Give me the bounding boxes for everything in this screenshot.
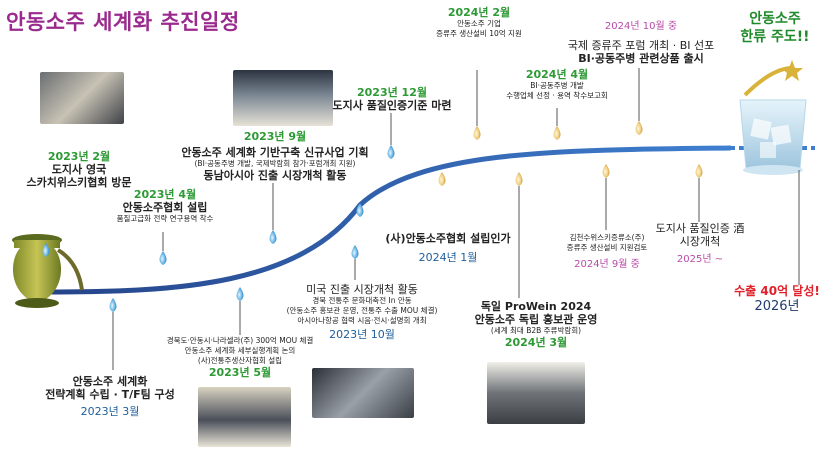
event-line: (사)전통주생산자협회 설립 <box>197 356 283 365</box>
event-line: 안동소주 세계화 <box>72 375 148 388</box>
event-line: 국제 증류주 포럼 개최 · BI 선포 <box>567 39 715 52</box>
event-line: BI·공동주병 관련상품 출시 <box>578 52 704 65</box>
drop-blue-icon <box>269 230 277 244</box>
event-2023-10: 미국 진출 시장개척 활동 경북 전통주 문화대축전 In 안동 (안동소주 홍… <box>287 283 438 341</box>
drop-blue-icon <box>42 243 50 257</box>
event-line: 경북 전통주 문화대축전 In 안동 <box>312 296 412 305</box>
event-date: 2023년 2월 <box>47 150 111 163</box>
event-date: 2024년 9월 중 <box>574 259 640 270</box>
goal-line1: 안동소주 <box>749 11 801 27</box>
drop-gold-icon <box>473 126 481 140</box>
event-line: 김천수위스키증류소(주) <box>569 233 645 242</box>
event-line: 안동소주협회 설립 <box>122 201 208 214</box>
drop-gold-icon <box>635 121 643 135</box>
event-date: 2024년 10월 중 <box>604 21 678 32</box>
event-date: 2024년 4월 <box>525 68 589 81</box>
event-2024-01: (사)안동소주협회 설립인가 2024년 1월 <box>385 232 510 264</box>
event-line: 도지사 영국 <box>51 163 107 176</box>
event-date: 2024년 2월 <box>447 6 511 19</box>
event-line: 도지사 품질인증기준 마련 <box>332 99 452 112</box>
event-line: (안동소주 홍보관 운영, 전통주 수출 MOU 체결) <box>286 306 438 315</box>
photo-festival <box>312 368 414 418</box>
glass-icon <box>739 99 807 175</box>
drop-blue-icon <box>351 245 359 259</box>
event-line: 도지사 품질인증 酒 <box>655 222 745 235</box>
event-date: 2023년 5월 <box>208 366 272 379</box>
event-line: 증류주 생산설비 지원검토 <box>566 243 648 252</box>
event-date: 2026년 <box>754 299 800 314</box>
drop-blue-icon <box>159 251 167 265</box>
drop-gold-icon <box>602 164 610 178</box>
drop-gold-icon <box>695 164 703 178</box>
event-line: BI·공동주병 개발 <box>530 81 584 90</box>
drop-blue-icon <box>387 145 395 159</box>
event-line: 안동소주 독립 홍보관 운영 <box>474 313 598 326</box>
drop-gold-icon <box>438 172 446 186</box>
drop-blue-icon <box>356 203 364 217</box>
event-line: 독일 ProWein 2024 <box>480 300 592 313</box>
event-2023-05: 경북도·안동시·나라셀라(주) 300억 MOU 체결 안동소주 세계화 세부실… <box>167 336 314 379</box>
event-2025: 도지사 품질인증 酒 시장개척 2025년 ~ <box>656 222 745 266</box>
still-pot-icon <box>12 234 84 308</box>
event-line: 안동소주 세계화 세부실행계획 논의 <box>184 346 296 355</box>
event-2024-04: 2024년 4월 BI·공동주병 개발 수행업체 선정 · 용역 착수보고회 <box>506 68 608 101</box>
drop-gold-icon <box>553 126 561 140</box>
event-line: (사)안동소주협회 설립인가 <box>385 232 511 245</box>
event-date: 2025년 ~ <box>676 254 724 265</box>
photo-mou-ceremony <box>198 387 291 447</box>
event-line: 수행업체 선정 · 용역 착수보고회 <box>506 91 608 100</box>
event-date: 2023년 4월 <box>133 188 197 201</box>
photo-mou-signing <box>233 70 333 126</box>
event-line: 전략계획 수립 · T/F팀 구성 <box>45 388 175 401</box>
event-2023-04: 2023년 4월 안동소주협회 설립 품질고급화 전략 연구용역 착수 <box>117 188 214 224</box>
event-line: (세계 최대 B2B 주류박람회) <box>490 326 582 335</box>
event-date: 2023년 9월 <box>243 130 307 143</box>
event-date: 2024년 1월 <box>418 251 478 264</box>
event-date: 2023년 12월 <box>356 86 427 99</box>
event-line: (BI·공동주병 개발, 국제박람회 참가·포럼개최 지원) <box>194 159 356 168</box>
drop-gold-icon <box>515 172 523 186</box>
event-2023-12: 2023년 12월 도지사 품질인증기준 마련 <box>333 86 452 112</box>
event-2023-02: 2023년 2월 도지사 영국 스카치위스키협회 방문 <box>26 150 131 189</box>
event-2023-09: 2023년 9월 안동소주 세계화 기반구축 신규사업 기획 (BI·공동주병 … <box>181 130 368 182</box>
event-2026: 수출 40억 달성! 2026년 <box>734 284 820 314</box>
event-2024-02: 2024년 2월 안동소주 기업 증류주 생산설비 10억 지원 <box>436 6 522 39</box>
photo-prowein <box>487 362 585 424</box>
event-line: 스카치위스키협회 방문 <box>26 176 132 189</box>
event-line: 증류주 생산설비 10억 지원 <box>436 29 522 38</box>
event-2023-03: 안동소주 세계화 전략계획 수립 · T/F팀 구성 2023년 3월 <box>45 375 175 418</box>
event-line: 수출 40억 달성! <box>734 284 820 298</box>
event-line: 품질고급화 전략 연구용역 착수 <box>116 214 214 223</box>
photo-scotch-visit <box>40 72 124 124</box>
page-title: 안동소주 세계화 추진일정 <box>6 10 240 34</box>
event-line: 안동소주 기업 <box>457 19 501 28</box>
event-date: 2023년 3월 <box>80 405 140 418</box>
event-date: 2024년 3월 <box>504 336 568 349</box>
event-line: 경북도·안동시·나라셀라(주) 300억 MOU 체결 <box>166 336 314 345</box>
event-2024-10: 2024년 10월 중 국제 증류주 포럼 개최 · BI 선포 BI·공동주병… <box>568 20 715 65</box>
event-2024-09: 김천수위스키증류소(주) 증류주 생산설비 지원검토 2024년 9월 중 <box>567 233 648 271</box>
drop-blue-icon <box>236 287 244 301</box>
drop-markers <box>42 121 703 312</box>
event-line: 안동소주 세계화 기반구축 신규사업 기획 <box>181 146 369 159</box>
goal-line2: 한류 주도!! <box>740 29 810 45</box>
event-line: 동남아시아 진출 시장개척 활동 <box>203 169 347 182</box>
event-date: 2023년 10월 <box>329 328 395 341</box>
event-line: 아시아나항공 협력 시음·전시·설명회 개최 <box>297 316 427 325</box>
star-icon <box>743 60 803 97</box>
drop-blue-icon <box>109 298 117 312</box>
goal-slogan: 안동소주 한류 주도!! <box>730 10 820 46</box>
event-2024-03: 독일 ProWein 2024 안동소주 독립 홍보관 운영 (세계 최대 B2… <box>475 300 598 349</box>
event-line: 미국 진출 시장개척 활동 <box>306 283 418 296</box>
event-line: 시장개척 <box>679 235 721 248</box>
